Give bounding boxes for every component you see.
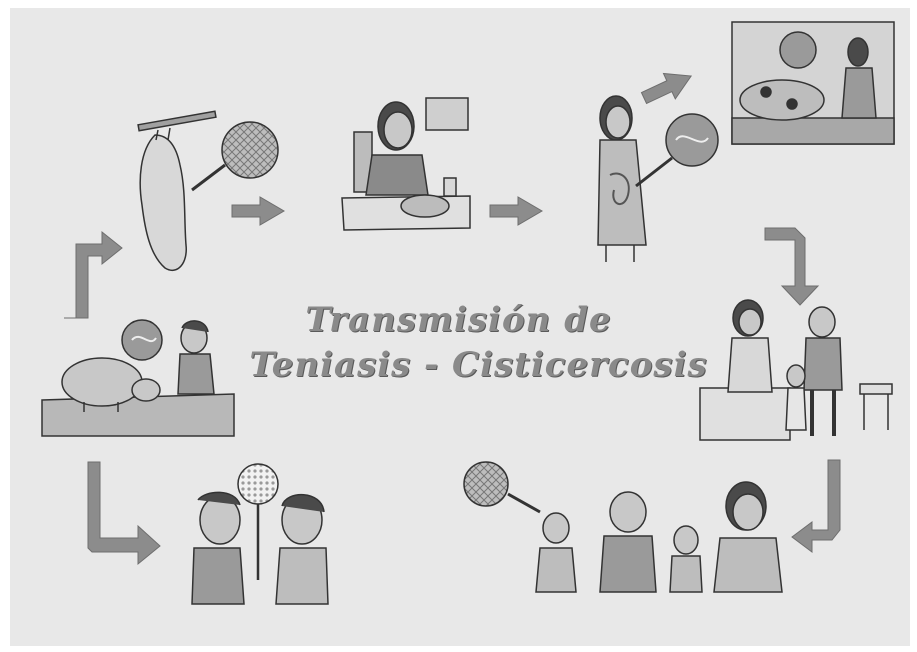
diagram-title-line1: Transmisión de — [305, 300, 612, 340]
pig-eating-feces-icon — [41, 319, 235, 437]
family-with-headaches-icon — [463, 461, 783, 593]
woman-defecating-near-pig-icon — [731, 21, 895, 145]
arrow-carcass-to-meal — [231, 196, 285, 226]
arrow-field-to-family — [764, 227, 820, 306]
arrow-pig-to-children — [87, 461, 161, 566]
arrow-woman-to-field — [637, 62, 698, 112]
arrow-meal-to-woman — [489, 196, 543, 226]
children-hand-to-hand-icon — [191, 463, 329, 605]
diagram-title-line2: Teniasis - Cisticercosis — [249, 345, 708, 385]
hanging-pig-carcass-icon — [137, 110, 279, 271]
family-preparing-food-icon — [699, 299, 893, 441]
woman-with-tapeworm-icon — [597, 95, 719, 262]
arrow-pig-to-carcass — [64, 230, 123, 319]
woman-eating-pork-icon — [341, 97, 471, 231]
arrow-family-to-headache — [791, 459, 841, 553]
